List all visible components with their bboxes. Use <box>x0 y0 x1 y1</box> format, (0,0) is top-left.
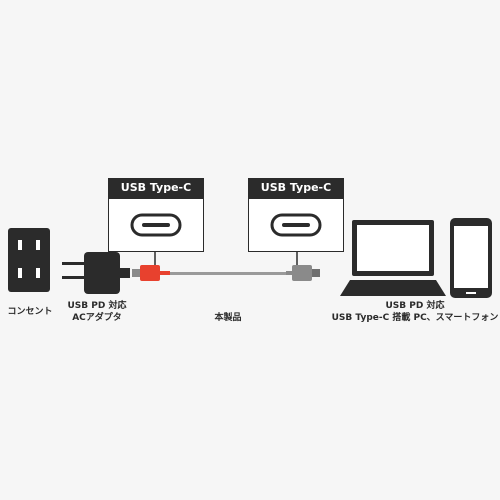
smartphone-icon <box>450 218 492 298</box>
wall-outlet-icon <box>8 228 50 292</box>
adapter-label-line1: USB PD 対応 <box>67 301 127 311</box>
ac-adapter-icon <box>62 252 130 294</box>
target-label-line1: USB PD 対応 <box>385 301 445 311</box>
callout-label: USB Type-C <box>248 178 344 198</box>
outlet-label: コンセント <box>7 307 53 317</box>
usb-c-port-icon <box>270 213 322 237</box>
callout-left: USB Type-C <box>108 178 204 252</box>
cable-label: 本製品 <box>214 313 242 323</box>
adapter-label-line2: ACアダプタ <box>72 313 122 323</box>
adapter-label: USB PD 対応 ACアダプタ <box>52 300 142 324</box>
usb-c-port-icon <box>130 213 182 237</box>
target-label: USB PD 対応 USB Type-C 搭載 PC、スマートフォン <box>330 300 500 324</box>
callout-label: USB Type-C <box>108 178 204 198</box>
target-label-line2: USB Type-C 搭載 PC、スマートフォン <box>331 313 499 323</box>
laptop-icon <box>340 220 446 296</box>
callout-right: USB Type-C <box>248 178 344 252</box>
usb-cable-icon <box>132 265 320 281</box>
